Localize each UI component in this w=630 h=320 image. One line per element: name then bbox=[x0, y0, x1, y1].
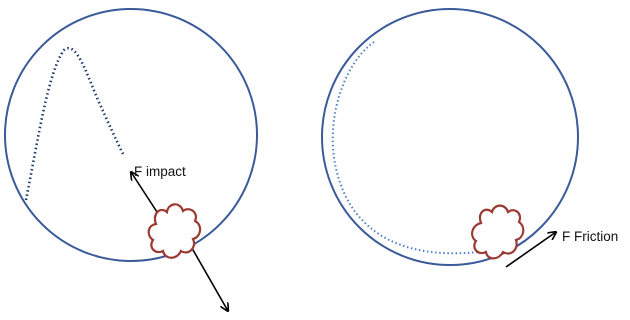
right-panel bbox=[321, 8, 579, 268]
left-debris-icon bbox=[147, 203, 202, 259]
friction-force-arrow bbox=[505, 232, 556, 268]
friction-force-label: F Friction bbox=[562, 229, 619, 244]
right-debris-icon bbox=[471, 204, 525, 260]
right-wheel-circle bbox=[321, 8, 579, 266]
left-trajectory-path bbox=[24, 46, 126, 201]
right-trajectory-path bbox=[331, 41, 479, 255]
impact-force-label: F impact bbox=[134, 164, 186, 179]
left-wheel-circle bbox=[4, 8, 258, 262]
left-panel bbox=[4, 8, 258, 311]
